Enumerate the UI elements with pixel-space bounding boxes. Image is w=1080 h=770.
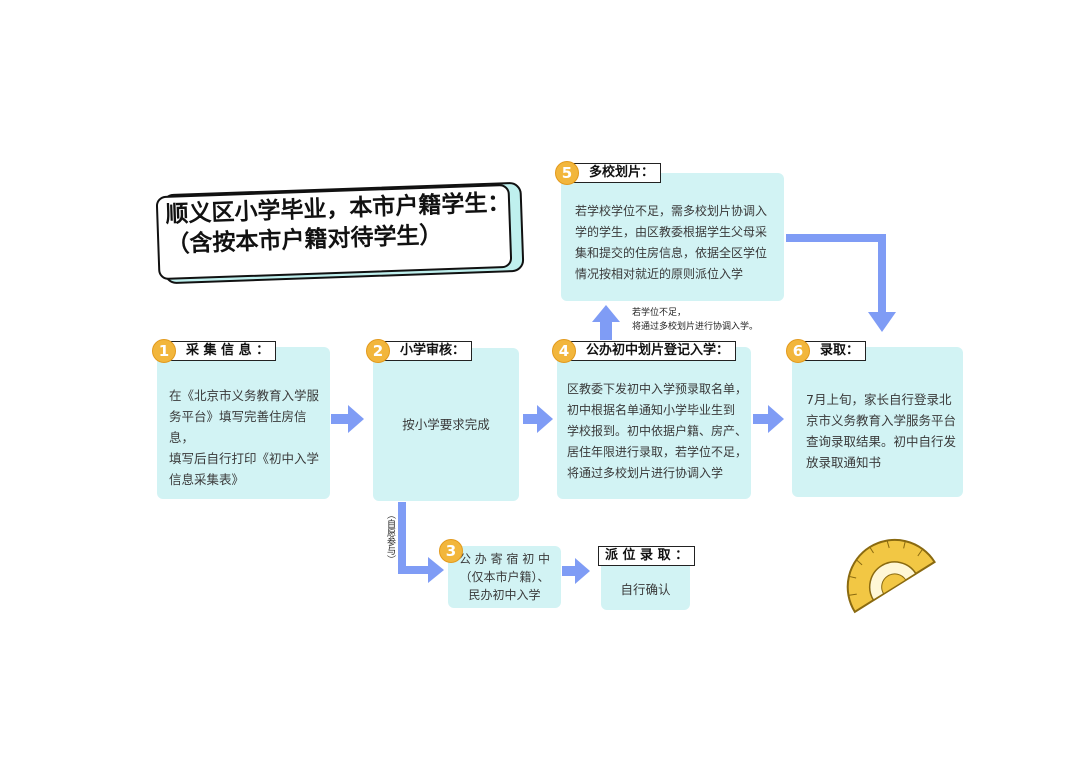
step-5-badge: 5 xyxy=(555,161,579,185)
arrow-1-to-2 xyxy=(331,405,364,433)
step-4-text-line: 居住年限进行录取，若学位不足， xyxy=(567,445,748,459)
step-5-text-line: 学的学生，由区教委根据学生父母采 xyxy=(575,225,768,239)
step-2-text: 按小学要求完成 xyxy=(402,417,490,432)
arrow-4-to-5 xyxy=(592,305,620,340)
step-1-text-line: 填写后自行打印《初中入学 xyxy=(169,451,320,466)
step-3-text-line: 民办初中入学 xyxy=(468,588,541,602)
protractor-icon xyxy=(846,538,936,614)
step-6-text-line: 京市义务教育入学服务平台 xyxy=(806,413,957,428)
step-1-text-line: 信息采集表》 xyxy=(169,472,245,487)
arrow-4-to-6 xyxy=(753,405,784,433)
step-6-label: 录取： xyxy=(797,341,867,361)
step-4-text-line: 初中根据名单通知小学毕业生到 xyxy=(567,403,736,417)
step-5-text-line: 情况按相对就近的原则派位入学 xyxy=(575,267,744,281)
step-5-text-line: 集和提交的住房信息，依据全区学位 xyxy=(575,246,768,260)
step-6-text-line: 7月上旬，家长自行登录北 xyxy=(806,392,952,407)
step-4-text-line: 学校报到。初中依据户籍、房产、 xyxy=(567,424,748,438)
step-4-text-line: 区教委下发初中入学预录取名单， xyxy=(567,382,748,396)
arrow-2-to-3 xyxy=(398,502,444,583)
shortage-note-line-1: 若学位不足， xyxy=(632,308,687,318)
step-6-text-line: 查询录取结果。初中自行发 xyxy=(806,434,957,449)
step-1-box: 在《北京市义务教育入学服 务平台》填写完善住房信息， 填写后自行打印《初中入学 … xyxy=(157,347,330,499)
arrow-2-to-4 xyxy=(523,405,553,433)
step-5-box: 若学校学位不足，需多校划片协调入 学的学生，由区教委根据学生父母采 集和提交的住… xyxy=(561,173,784,301)
step-1-badge: 1 xyxy=(152,339,176,363)
step-1-label: 采 集 信 息 ： xyxy=(163,341,277,361)
step-1-text-line: 在《北京市义务教育入学服 xyxy=(169,388,320,403)
shortage-note: 若学位不足， 将通过多校划片进行协调入学。 xyxy=(632,306,758,334)
step-5-text-line: 若学校学位不足，需多校划片协调入 xyxy=(575,204,768,218)
step-4-text-line: 将通过多校划片进行协调入学 xyxy=(567,466,724,480)
step-3-text-line: 公 办 寄 宿 初 中 xyxy=(458,552,551,566)
assign-text: 自行确认 xyxy=(620,581,671,597)
arrow-5-to-6 xyxy=(786,234,896,332)
step-2-label: 小学审核： xyxy=(377,341,473,361)
step-5-label: 多校划片： xyxy=(566,163,662,183)
arrow-3-to-assign xyxy=(562,558,590,584)
step-6-text-line: 放录取通知书 xyxy=(806,455,882,470)
step-2-badge: 2 xyxy=(366,339,390,363)
step-4-badge: 4 xyxy=(552,339,576,363)
step-3-text-line: （仅本市户籍）、 xyxy=(459,570,550,584)
step-6-badge: 6 xyxy=(786,339,810,363)
step-3-badge: 3 xyxy=(439,539,463,563)
voluntary-note: （自愿参与） xyxy=(385,510,395,564)
step-2-box: 按小学要求完成 xyxy=(373,348,519,501)
step-4-box: 区教委下发初中入学预录取名单， 初中根据名单通知小学毕业生到 学校报到。初中依据… xyxy=(557,347,751,499)
step-1-text-line: 务平台》填写完善住房信息， xyxy=(169,409,307,445)
shortage-note-line-2: 将通过多校划片进行协调入学。 xyxy=(632,322,759,332)
step-4-label: 公办初中划片登记入学： xyxy=(563,341,737,361)
step-3-box: 公 办 寄 宿 初 中 （仅本市户籍）、 民办初中入学 xyxy=(448,546,561,608)
step-6-box: 7月上旬，家长自行登录北 京市义务教育入学服务平台 查询录取结果。初中自行发 放… xyxy=(792,347,963,497)
assign-label: 派 位 录 取 ： xyxy=(598,546,696,566)
